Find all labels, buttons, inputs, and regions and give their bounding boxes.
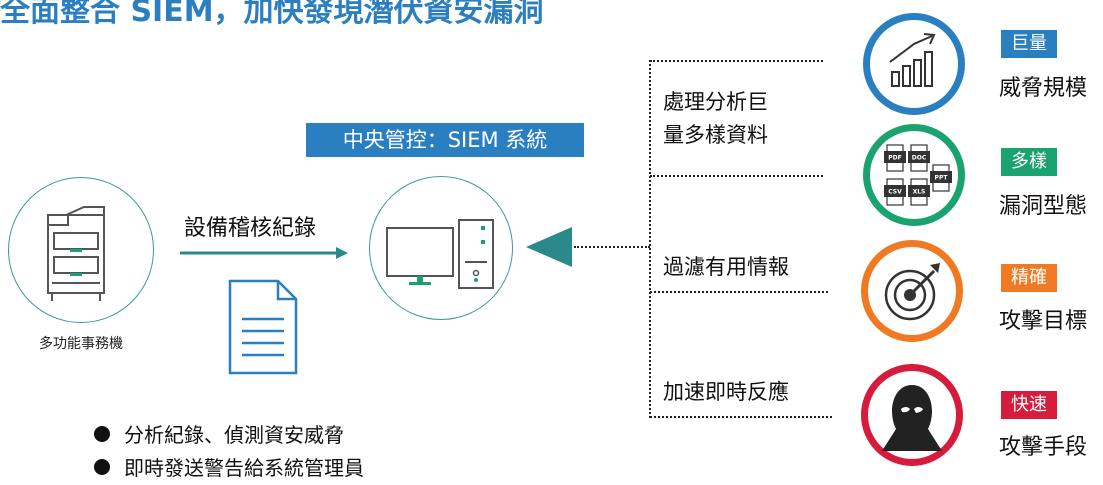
file-type-label: PPT <box>935 175 949 182</box>
steps-bracket <box>649 60 651 418</box>
bullet-dot-icon <box>94 425 110 442</box>
connector-line <box>574 246 650 248</box>
file-types-icon: PDF DOC PPT CSV XLS <box>884 144 952 206</box>
growth-chart-circle <box>863 13 965 115</box>
file-type-label: XLS <box>913 189 926 196</box>
page-title: 全面整合 SIEM，加快發現潛伏資安漏洞 <box>0 0 544 29</box>
target-icon <box>884 263 940 321</box>
step-filter-intel: 過濾有用情報 <box>663 255 789 279</box>
category-text: 漏洞型態 <box>999 194 1088 219</box>
printer-icon <box>47 206 105 301</box>
device-label: 多功能事務機 <box>39 336 123 352</box>
growth-chart-icon <box>889 33 936 87</box>
badge-variety: 多樣 <box>1001 148 1057 176</box>
siem-title: 中央管控：SIEM 系統 <box>306 123 584 157</box>
step-line: 量多樣資料 <box>663 123 768 147</box>
hacker-circle <box>861 364 963 466</box>
separator <box>650 60 823 62</box>
step-line: 處理分析巨 <box>663 90 768 114</box>
category-text: 威脅規模 <box>999 76 1088 101</box>
step-process-data: 處理分析巨 量多樣資料 <box>663 86 768 152</box>
siem-computer-circle <box>369 176 513 320</box>
category-text: 攻擊目標 <box>999 309 1088 334</box>
file-types-circle: PDF DOC PPT CSV XLS <box>863 124 965 226</box>
log-label: 設備稽核紀錄 <box>184 216 317 241</box>
badge-precision: 精確 <box>1001 264 1057 292</box>
separator <box>650 291 828 293</box>
right-arrow-icon <box>180 247 348 259</box>
bullet-item: 分析紀錄、偵測資安威脅 <box>94 419 344 448</box>
file-type-label: PDF <box>888 155 901 162</box>
badge-speed: 快速 <box>1001 391 1057 419</box>
document-icon <box>228 279 298 375</box>
hacker-icon <box>882 385 942 451</box>
separator <box>650 416 832 418</box>
file-type-label: CSV <box>888 189 902 196</box>
bullet-text: 分析紀錄、偵測資安威脅 <box>124 423 344 447</box>
bullet-dot-icon <box>94 458 110 475</box>
bullet-item: 即時發送警告給系統管理員 <box>94 452 364 481</box>
printer-circle <box>8 177 154 323</box>
left-arrow-icon <box>526 227 572 267</box>
bullet-text: 即時發送警告給系統管理員 <box>124 456 364 480</box>
desktop-computer-icon <box>386 219 494 289</box>
badge-volume: 巨量 <box>1001 30 1057 58</box>
category-text: 攻擊手段 <box>999 435 1088 460</box>
target-circle <box>861 240 963 342</box>
separator <box>650 175 823 177</box>
file-type-label: DOC <box>912 155 927 162</box>
step-fast-response: 加速即時反應 <box>663 380 789 404</box>
